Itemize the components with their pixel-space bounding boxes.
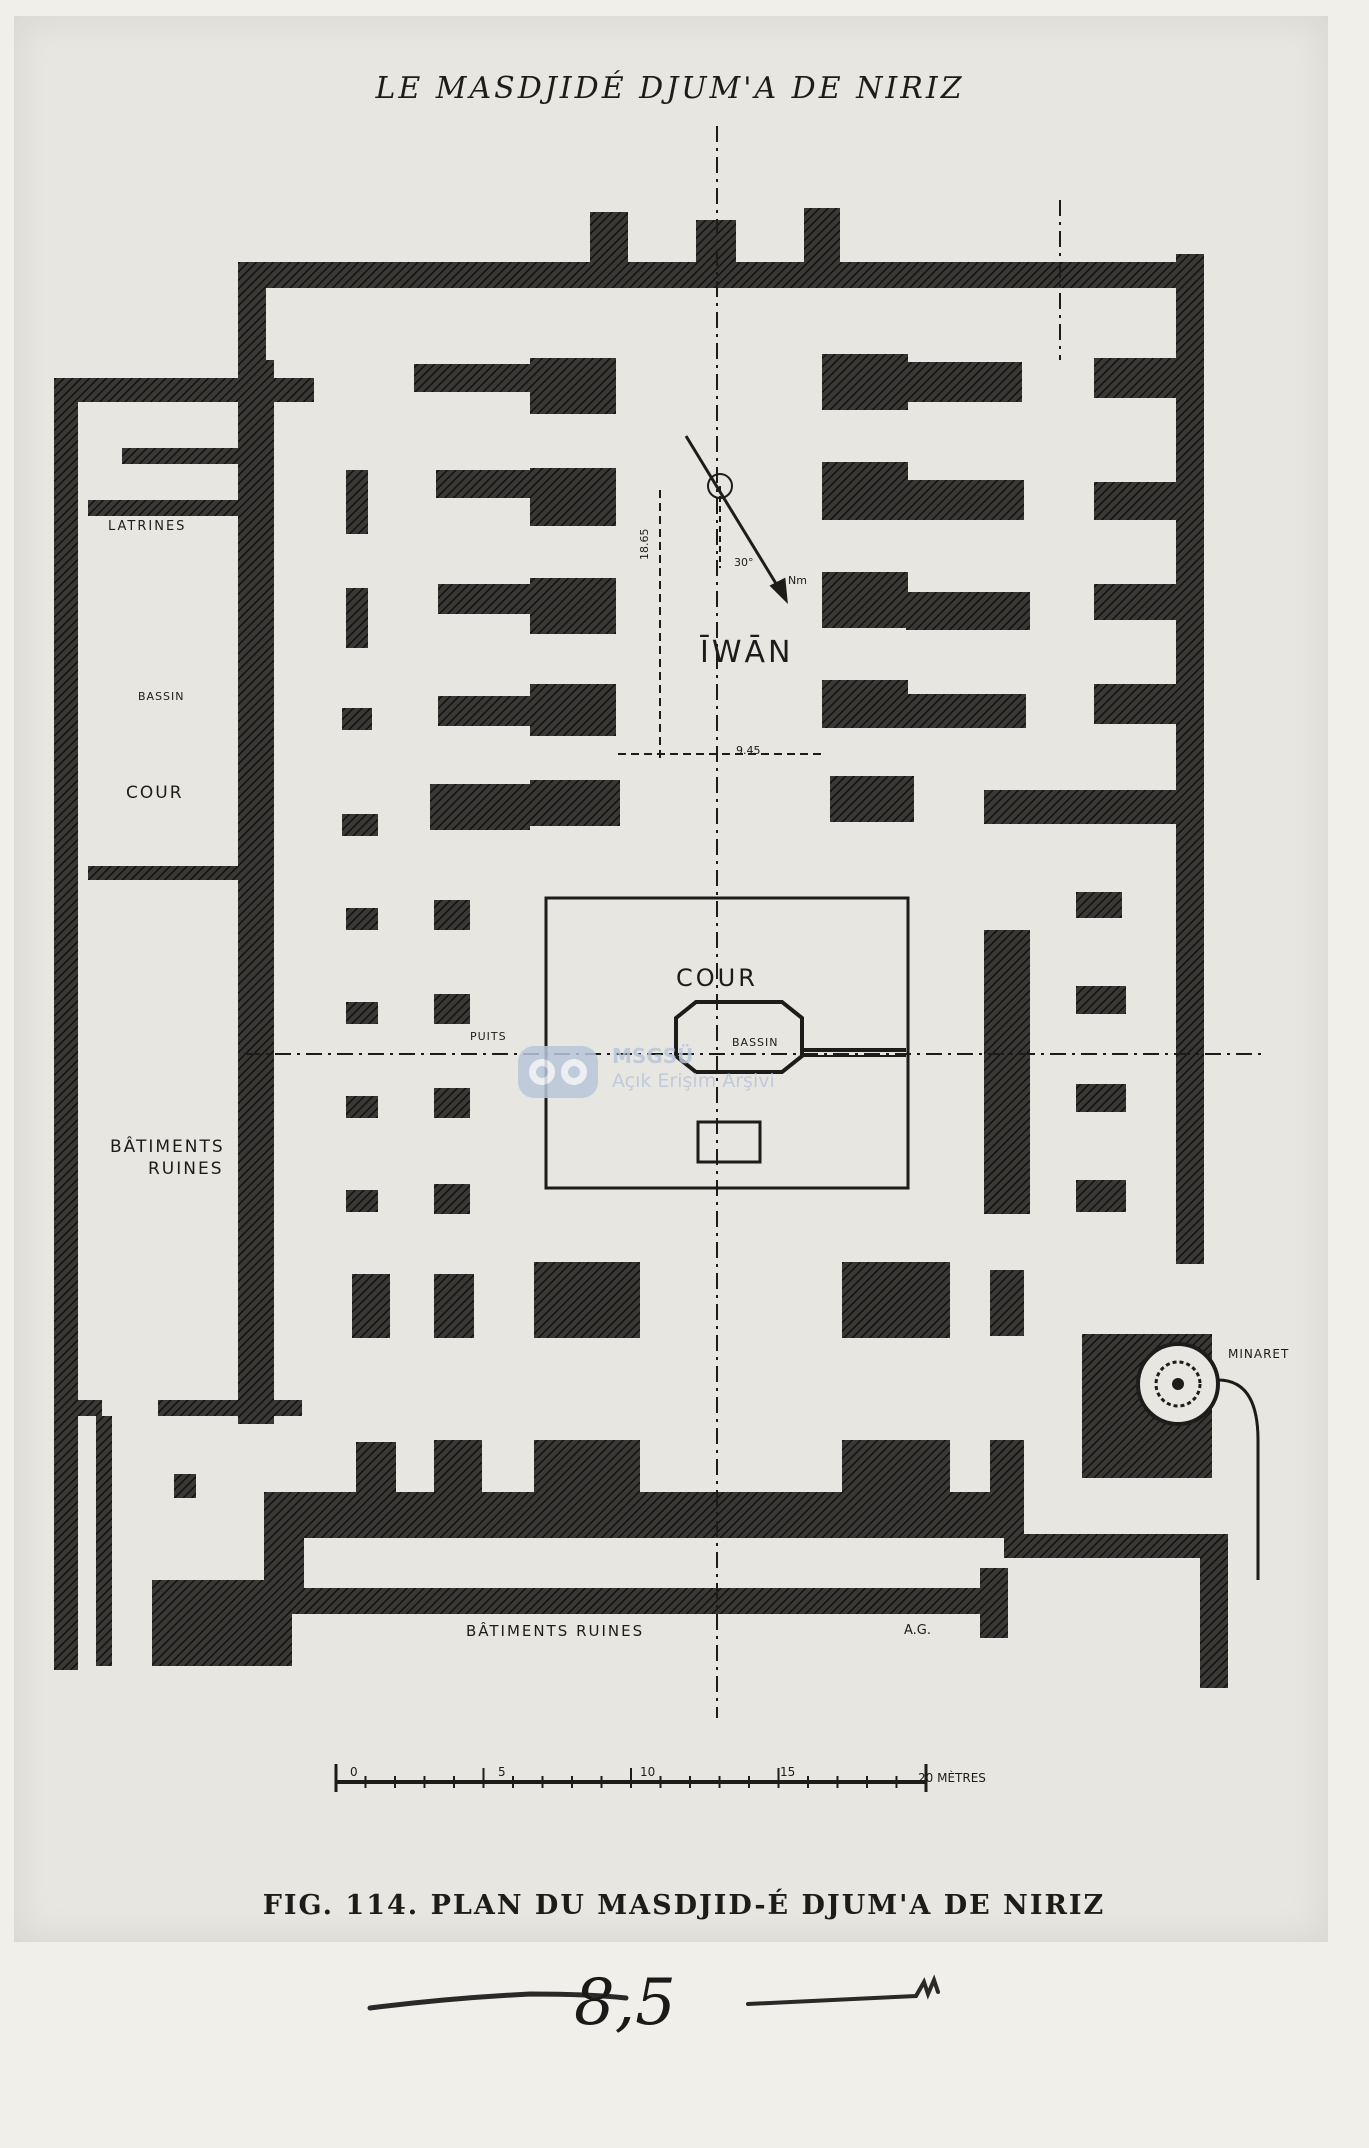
watermark-name: MSGSÜ [612,1044,694,1068]
scale-tick-0: 0 [350,1765,358,1779]
label-batiments-left: BÂTIMENTS [110,1135,225,1157]
owl-logo-icon [518,1046,598,1098]
label-dim-horizontal: 9.45 [736,744,761,757]
plan-title: LE MASDJIDÉ DJUM'A DE NIRIZ [374,70,964,106]
handwritten-number: 8,5 [574,1966,676,2040]
label-north: Nm [788,574,807,587]
scale-tick-10: 10 [640,1765,655,1779]
label-batiments-bottom: BÂTIMENTS RUINES [466,1621,644,1640]
label-cour-main: COUR [676,964,758,992]
label-puits: PUITS [470,1030,507,1043]
court-outline [544,896,910,1190]
axis-lines [244,126,1262,1718]
label-minaret: MINARET [1228,1347,1289,1361]
watermark: MSGSÜ Açık Erişim Arşivi [516,1044,775,1104]
handwriting: 8,5 [367,1966,940,2040]
outer-walls [54,208,1228,1688]
label-bassin-main: BASSIN [732,1036,779,1049]
scale-tick-15: 15 [780,1765,795,1779]
label-ruines-left: RUINES [148,1159,224,1179]
label-angle: 30° [734,556,754,569]
label-latrines: LATRINES [108,519,186,534]
label-dim-vertical: 18.65 [638,529,651,561]
scale-tick-5: 5 [498,1765,506,1779]
north-arrow-icon [684,435,788,605]
figure-caption: FIG. 114. PLAN DU MASDJID-É DJUM'A DE NI… [263,1888,1106,1921]
label-iwan: ĪWĀN [700,634,793,670]
watermark-subtitle: Açık Erişim Arşivi [612,1070,775,1092]
minaret [1136,1342,1260,1580]
piers [122,354,1212,1500]
label-bassin-side: BASSIN [138,690,185,703]
dimension-lines [618,490,826,760]
label-initials: A.G. [904,1623,931,1638]
label-cour-side: COUR [126,783,184,803]
scale-tick-20: 20 MÈTRES [918,1770,986,1785]
scale-bar: 0 5 10 15 20 MÈTRES [334,1764,986,1792]
